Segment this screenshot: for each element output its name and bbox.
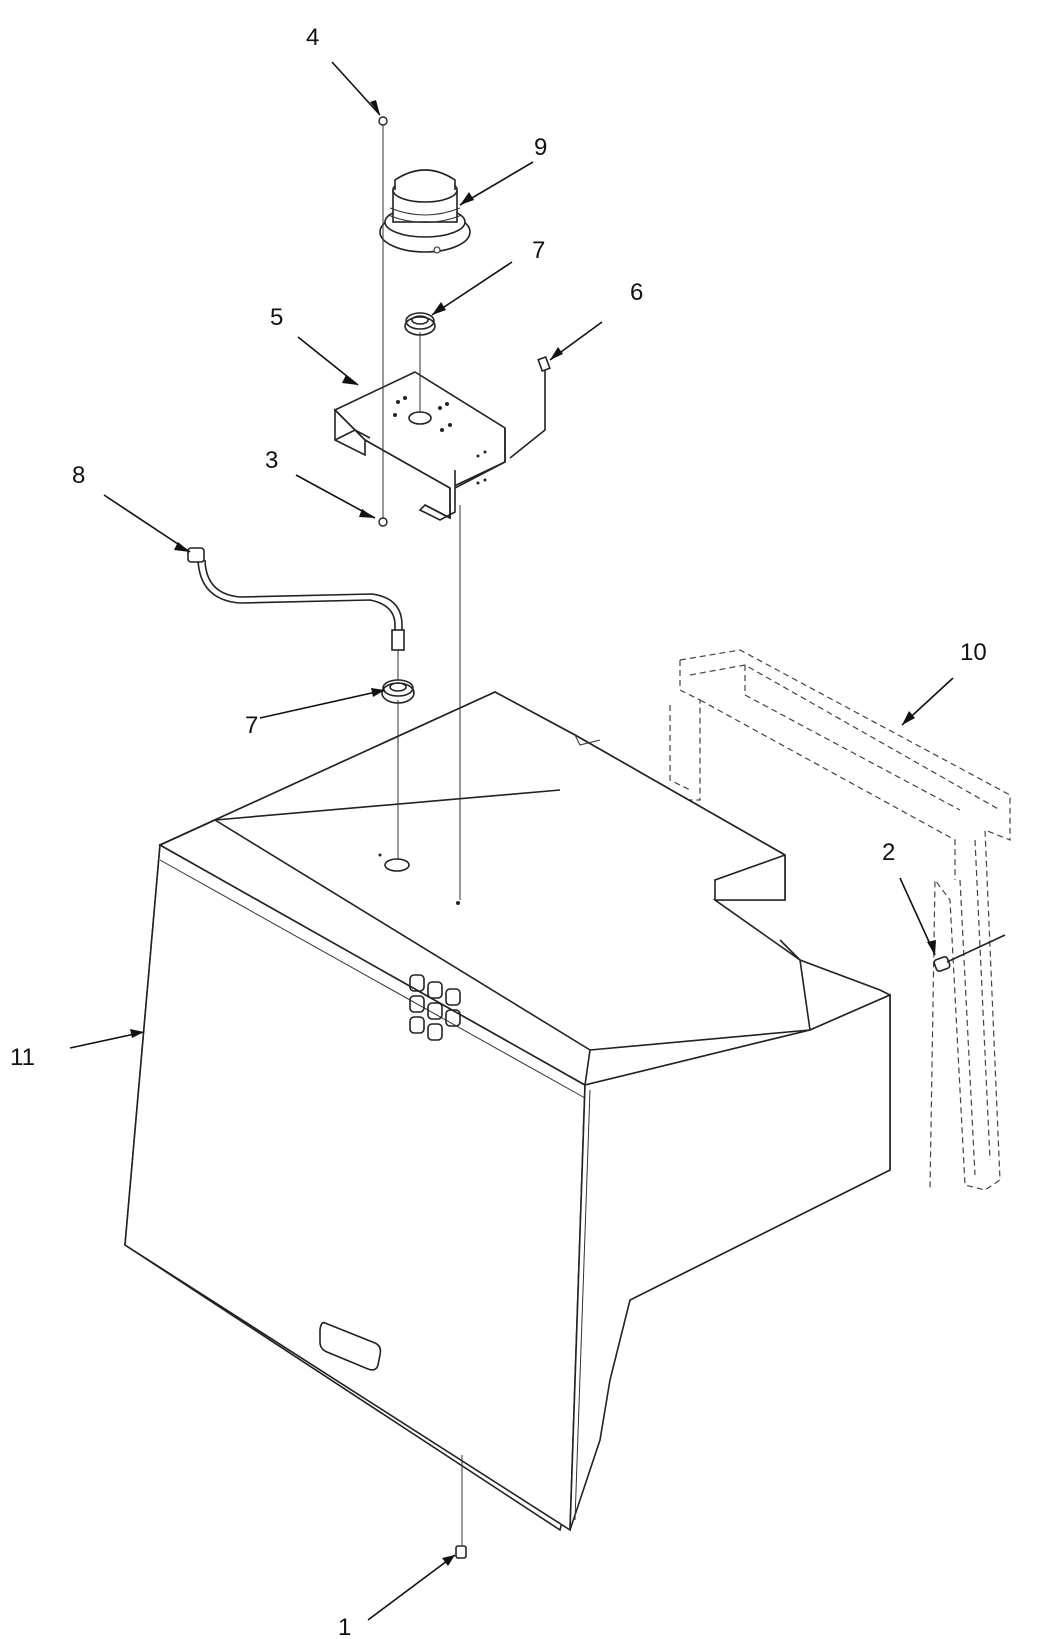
callout-7b: 7: [245, 712, 258, 739]
button-cluster: [409, 974, 461, 1041]
callout-9: 9: [534, 134, 547, 161]
callout-5: 5: [270, 304, 283, 331]
callout-6: 6: [630, 279, 643, 306]
wire-part-6: [509, 355, 551, 459]
assembly-lines: [382, 125, 463, 1545]
cable-part-8: [187, 547, 405, 651]
grommet-part-7-upper: [404, 312, 436, 336]
leader-lines: [69, 61, 954, 1621]
callout-10: 10: [960, 639, 987, 666]
callout-11: 11: [10, 1044, 35, 1071]
callout-7a: 7: [532, 237, 545, 264]
bracket-part-5: [333, 371, 506, 521]
nut-part-3: [378, 517, 388, 527]
callout-1: 1: [338, 1614, 351, 1639]
screw-part-4: [378, 116, 388, 126]
beacon-part-9: [379, 169, 471, 254]
callout-8: 8: [72, 462, 85, 489]
callout-3: 3: [265, 447, 278, 474]
frame-part-10: [669, 649, 1011, 1191]
callout-4: 4: [306, 24, 319, 51]
screw-part-1: [455, 1545, 467, 1559]
bolt-part-2: [933, 934, 1006, 972]
callout-labels: 1 2 3 4 5 6 7 7 8 9 10 11: [10, 24, 987, 1639]
grommet-part-7-lower: [381, 679, 415, 704]
callout-2: 2: [882, 839, 895, 866]
housing-part-11: [124, 691, 891, 1532]
